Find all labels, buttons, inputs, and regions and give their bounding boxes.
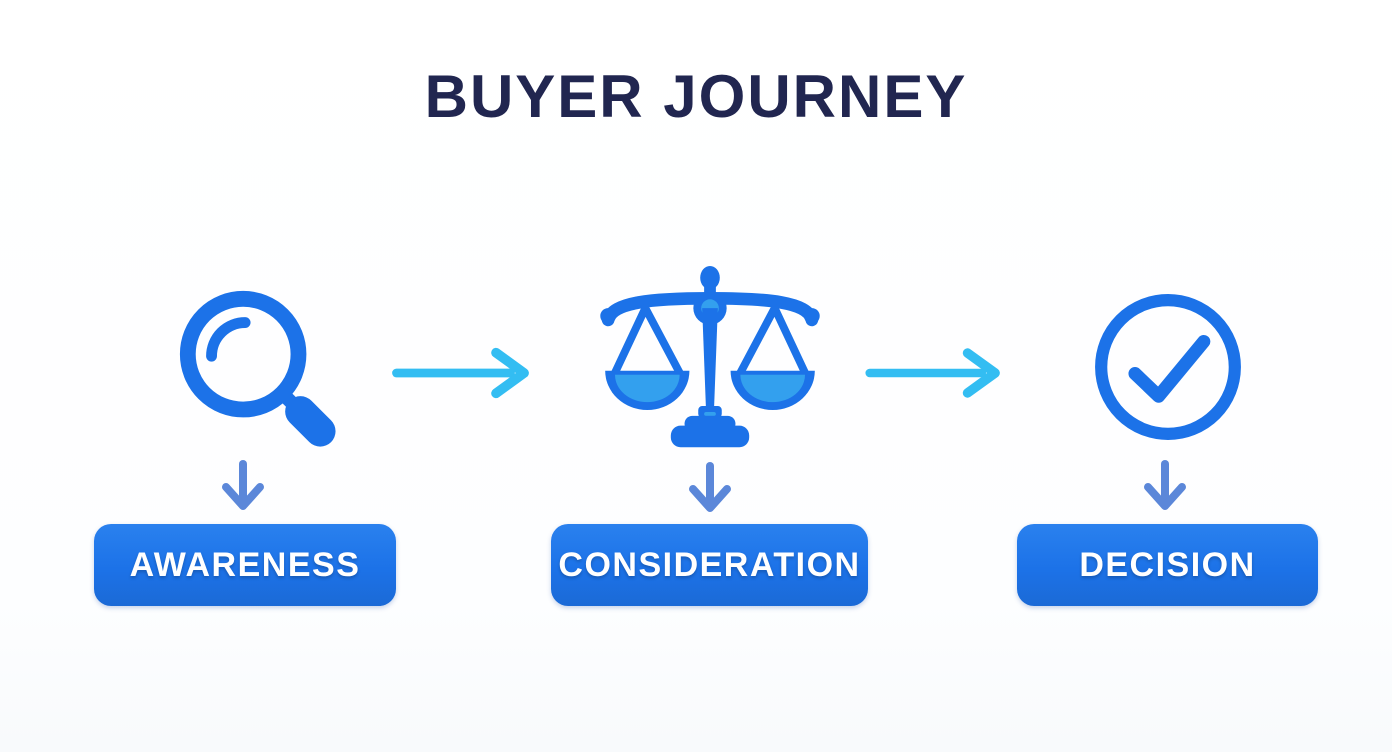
magnifier-icon bbox=[172, 285, 340, 453]
arrow-down-icon bbox=[682, 460, 738, 520]
page-title: BUYER JOURNEY bbox=[424, 63, 968, 130]
arrow-right-icon bbox=[864, 344, 1016, 402]
scales-icon bbox=[582, 265, 838, 457]
check-circle-icon bbox=[1088, 287, 1248, 447]
stage-label-awareness: AWARENESS bbox=[94, 524, 396, 606]
stage-label-text: CONSIDERATION bbox=[558, 545, 861, 584]
stage-label-consideration: CONSIDERATION bbox=[551, 524, 868, 606]
stage-label-text: DECISION bbox=[1079, 545, 1256, 584]
stage-label-text: AWARENESS bbox=[129, 545, 361, 584]
arrow-down-icon bbox=[1137, 458, 1193, 518]
stage-label-decision: DECISION bbox=[1017, 524, 1318, 606]
arrow-right-icon bbox=[388, 344, 548, 402]
arrow-down-icon bbox=[215, 458, 271, 518]
